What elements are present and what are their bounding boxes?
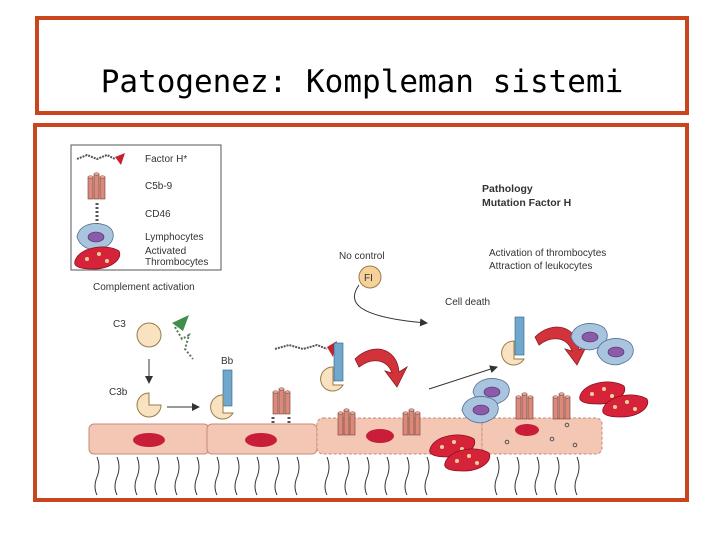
c3b-bound-molecule xyxy=(210,394,234,420)
mac-c5b9-5 xyxy=(552,392,571,420)
label-no-control: No control xyxy=(339,251,385,262)
nucleus-1 xyxy=(133,433,165,447)
complement-diagram: Factor H* C5b-9 CD46 Lymphocytes Activat… xyxy=(70,144,649,496)
legend-activated: Activated xyxy=(145,246,186,257)
pathogenesis-figure: Factor H* C5b-9 CD46 Lymphocytes Activat… xyxy=(33,123,689,502)
nucleus-2 xyxy=(245,433,277,447)
label-pathology: Pathology xyxy=(482,183,533,195)
title-box: Patogenez: Kompleman sistemi xyxy=(35,16,689,115)
amplification-arrow-1 xyxy=(354,348,408,388)
nucleus-3 xyxy=(366,429,394,443)
lymphocyte-4 xyxy=(596,338,634,366)
legend-c5b9: C5b-9 xyxy=(145,181,173,192)
label-attraction-leukocytes: Attraction of leukocytes xyxy=(489,261,592,272)
c3b-molecule-2 xyxy=(320,366,344,392)
c3b-molecule xyxy=(136,392,162,418)
nucleus-4 xyxy=(515,424,539,436)
endothelial-cell-4 xyxy=(481,417,603,455)
label-complement-activation: Complement activation xyxy=(93,282,195,293)
mac-c5b9-3 xyxy=(402,408,421,436)
c5b9-icon xyxy=(87,172,106,200)
label-c3: C3 xyxy=(113,319,126,330)
label-activation-thrombocytes: Activation of thrombocytes xyxy=(489,248,606,259)
c3-molecule xyxy=(136,322,162,348)
cell-cilia xyxy=(94,456,580,496)
label-cell-death: Cell death xyxy=(445,297,490,308)
factor-b-icon xyxy=(172,315,194,360)
legend-factor-h: Factor H* xyxy=(145,154,187,165)
slide-title: Patogenez: Kompleman sistemi xyxy=(100,64,624,100)
bb-receptor-3 xyxy=(514,316,525,356)
legend-lymphocytes: Lymphocytes xyxy=(145,232,204,243)
label-fi: FI xyxy=(364,273,373,284)
factor-h-icon xyxy=(76,153,125,165)
label-bb: Bb xyxy=(221,356,234,367)
factor-h-bound-icon xyxy=(274,341,337,357)
legend-thrombocytes: Thrombocytes xyxy=(145,257,208,268)
c3b-molecule-3 xyxy=(501,340,525,366)
legend: Factor H* C5b-9 CD46 Lymphocytes Activat… xyxy=(70,144,222,271)
label-mutation: Mutation Factor H xyxy=(482,197,571,209)
bb-receptor-2 xyxy=(333,342,344,382)
mac-c5b9-2 xyxy=(337,408,356,436)
mac-c5b9-4 xyxy=(515,392,534,420)
legend-cd46: CD46 xyxy=(145,209,171,220)
mac-c5b9-1 xyxy=(272,387,291,415)
bb-receptor xyxy=(222,369,233,407)
label-c3b: C3b xyxy=(109,387,128,398)
fi-molecule xyxy=(358,265,382,289)
